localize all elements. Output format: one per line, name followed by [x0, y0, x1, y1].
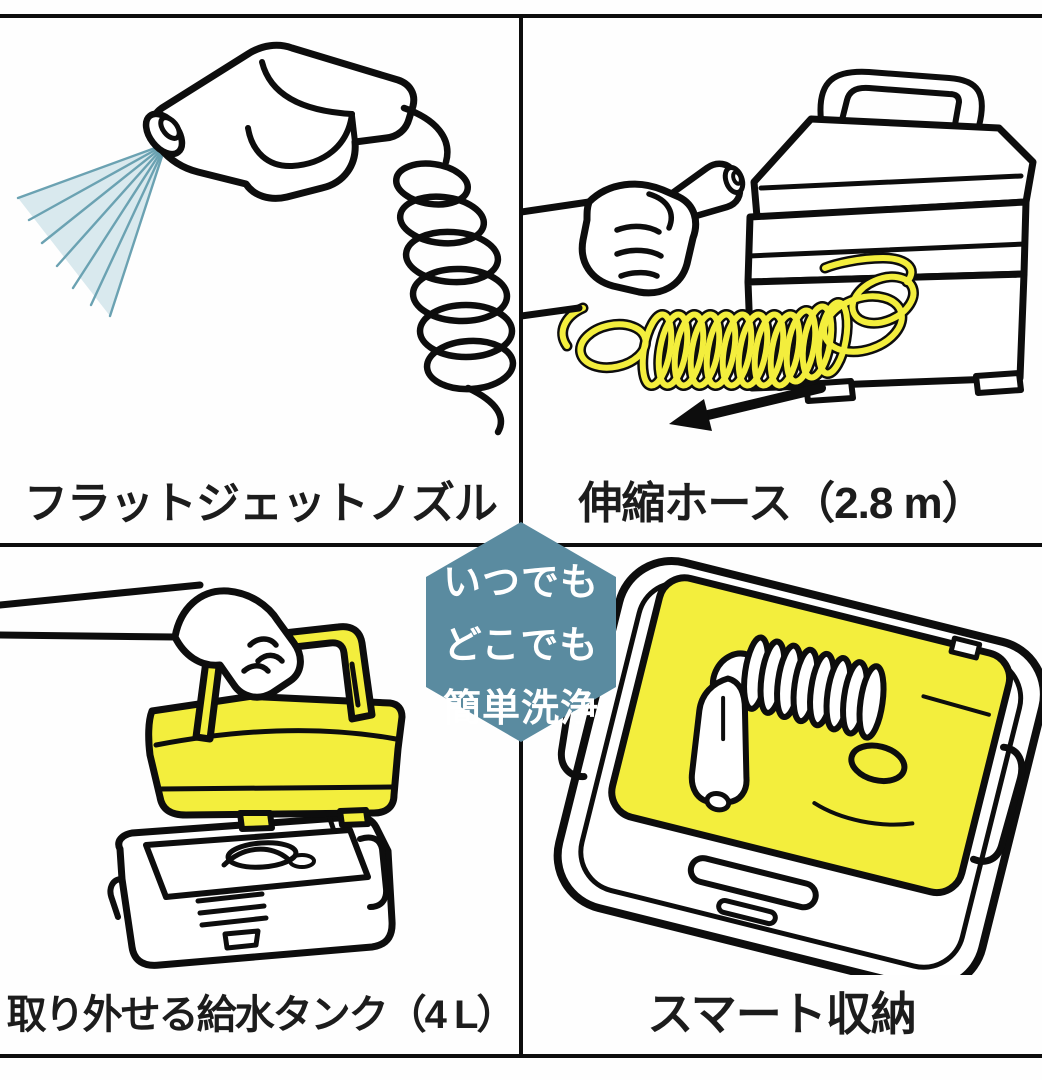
finger-line: [614, 247, 664, 259]
fist: [578, 180, 700, 297]
box-yellow-interior: [608, 574, 1014, 897]
interior-seam: [812, 801, 915, 827]
badge-line-3: 簡単洗浄: [442, 687, 599, 730]
hexagon-shape: [426, 522, 616, 742]
finger-line: [255, 652, 285, 664]
arm-line: [0, 631, 179, 641]
gun-grip-line: [259, 59, 355, 117]
stored-gun-hint: [221, 846, 291, 868]
stored-coil: [741, 634, 887, 741]
stored-hose-hint: [225, 840, 299, 870]
storage-box: [553, 556, 1042, 975]
tank-lower-seam: [157, 784, 395, 792]
label-extendable-hose: 伸縮ホース（2.8 m）: [578, 479, 985, 528]
vent-line: [197, 903, 267, 916]
vent-line: [199, 915, 269, 928]
tank-foot: [237, 810, 275, 832]
interior-notch: [948, 635, 983, 661]
coiled-hose: [392, 104, 517, 436]
arrow-left-icon: [669, 383, 826, 431]
arm-line: [521, 304, 583, 320]
gun-body: [147, 41, 418, 202]
hexagon-fill: [426, 522, 616, 742]
flat-jet-nozzle-illustration: [16, 41, 517, 436]
nozzle-ring-inner: [158, 115, 182, 141]
gun-grip-opening: [245, 111, 355, 170]
badge-line-2: どこでも: [443, 624, 599, 667]
removable-tank-illustration: [0, 581, 406, 969]
spray-rays: [16, 142, 168, 318]
stored-gun-detail: [721, 695, 726, 742]
arm-line: [0, 581, 204, 609]
badge-line-1: いつでも: [442, 561, 599, 604]
yellow-coil-hose: [557, 252, 919, 392]
thumb-line: [646, 191, 674, 231]
tank-top-seam: [153, 728, 399, 748]
rim-notch: [327, 816, 337, 834]
washer-lid-seam: [758, 173, 1024, 191]
finger-line: [618, 269, 660, 279]
front-slot: [687, 855, 819, 911]
hand-with-gun: [521, 160, 746, 320]
interior-seam: [921, 694, 991, 717]
front-slot-small: [716, 897, 778, 927]
hose-loop: [392, 160, 472, 208]
finger-line: [241, 663, 271, 674]
hand: [171, 587, 304, 701]
side-tab: [107, 876, 125, 920]
vent-tab: [222, 928, 261, 951]
arm-line: [521, 198, 593, 216]
washer-tank-section: [744, 198, 1030, 286]
smart-storage-illustration: [553, 556, 1042, 975]
handle-slot: [349, 661, 361, 708]
hose-loop: [396, 193, 488, 247]
hose-loop: [416, 301, 516, 361]
spray-gun-icon: [142, 41, 418, 202]
hose-tail: [464, 384, 505, 436]
hose-loop: [409, 265, 511, 325]
stored-gun-nozzle: [704, 790, 732, 813]
center-badge: いつでも どこでも 簡単洗浄: [409, 509, 633, 755]
vent-line: [195, 891, 265, 904]
hose-loop: [402, 228, 502, 286]
extendable-hose-illustration: [521, 68, 1037, 431]
gun-nozzle-hole: [731, 170, 743, 186]
base-unit: [107, 813, 396, 969]
side-latch: [357, 834, 390, 910]
hand-lifting: [0, 581, 304, 701]
hose-loop: [423, 337, 517, 393]
washer-foot: [973, 370, 1024, 396]
gun-detail-line: [349, 113, 358, 145]
tank-cap: [848, 742, 908, 785]
washer-seam: [746, 241, 1028, 259]
finger-line: [247, 636, 279, 648]
hose-neck: [400, 104, 451, 166]
side-handle-right: [969, 743, 1026, 865]
badge-text: いつでも どこでも 簡単洗浄: [409, 509, 633, 755]
stored-cap-hint: [288, 853, 316, 869]
label-flat-jet-nozzle: フラットジェットノズル: [24, 479, 498, 528]
tank-foot: [337, 807, 371, 828]
label-removable-water-tank: 取り外せる給水タンク（4 L）: [6, 993, 517, 1037]
label-smart-storage: スマート収納: [647, 988, 917, 1040]
finger-line: [614, 223, 662, 235]
spray-fan: [16, 142, 168, 318]
